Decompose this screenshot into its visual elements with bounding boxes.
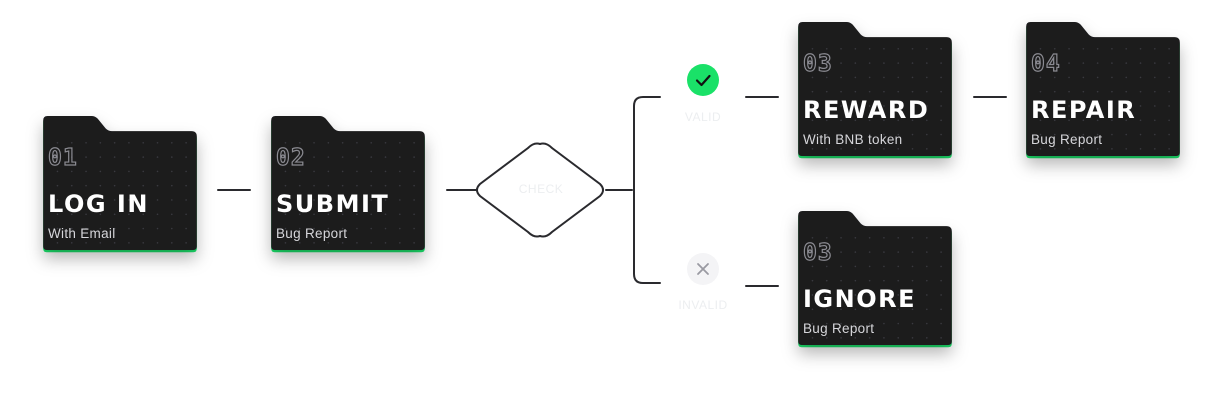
step-title: IGNORE (803, 285, 916, 313)
card-body (798, 211, 952, 345)
valid-badge (687, 64, 719, 96)
step-title: SUBMIT (276, 190, 390, 218)
card-body (271, 116, 425, 250)
step-number: 02 (275, 144, 306, 171)
card-body (798, 22, 952, 156)
valid-label: VALID (684, 110, 722, 124)
step-subtitle: Bug Report (276, 226, 348, 241)
invalid-label: INVALID (678, 298, 728, 312)
step-card-submit: 02 SUBMIT Bug Report (262, 116, 434, 253)
invalid-badge (687, 253, 719, 285)
step-subtitle: With Email (48, 226, 116, 241)
step-number: 04 (1030, 50, 1061, 77)
step-card-login: 01 LOG IN With Email (34, 116, 206, 253)
card-body (1026, 22, 1180, 156)
step-number: 03 (802, 50, 833, 77)
step-subtitle: Bug Report (1031, 132, 1103, 147)
step-subtitle: With BNB token (803, 132, 903, 147)
folder-shape (43, 116, 197, 253)
check-diamond (476, 142, 604, 238)
folder-shape (798, 22, 952, 159)
close-icon (697, 263, 709, 275)
step-card-repair: 04 REPAIR Bug Report (1017, 22, 1189, 159)
check-icon (695, 74, 711, 87)
folder-shape (1026, 22, 1180, 159)
step-number: 03 (802, 239, 833, 266)
step-card-reward: 03 REWARD With BNB token (789, 22, 961, 159)
step-subtitle: Bug Report (803, 321, 875, 336)
folder-shape (271, 116, 425, 253)
step-title: REPAIR (1031, 96, 1137, 124)
step-title: LOG IN (48, 190, 149, 218)
decision-label: CHECK (518, 182, 564, 196)
folder-shape (798, 211, 952, 348)
step-card-ignore: 03 IGNORE Bug Report (789, 211, 961, 348)
step-title: REWARD (803, 96, 930, 124)
card-body (43, 116, 197, 250)
branch-bracket (633, 96, 661, 284)
step-number: 01 (47, 144, 78, 171)
